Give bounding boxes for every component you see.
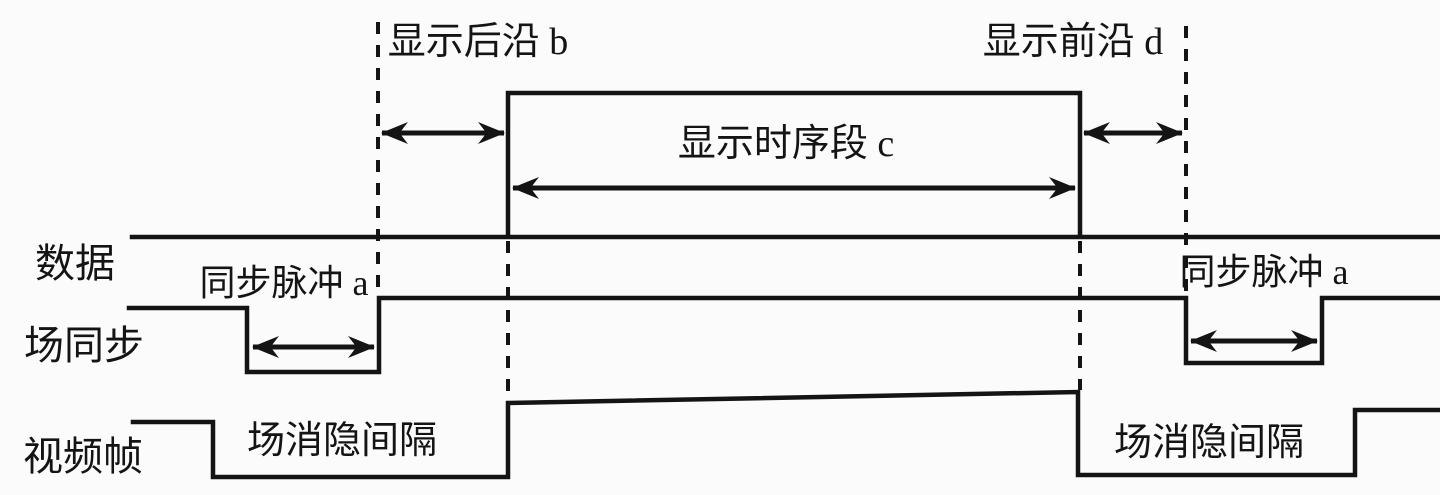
label-sync-pulse-a-right: 同步脉冲 a <box>1180 252 1349 292</box>
label-display-segment-c: 显示时序段 c <box>678 123 894 165</box>
label-blanking-right: 场消隐间隔 <box>1114 422 1304 464</box>
label-row-field-sync: 场同步 <box>24 323 144 368</box>
display-pulse-outline <box>505 90 1083 238</box>
label-blanking-left: 场消隐间隔 <box>247 420 437 462</box>
field-sync-waveform <box>126 295 1440 375</box>
label-row-video-frame: 视频帧 <box>23 434 143 479</box>
label-row-data: 数据 <box>35 241 115 286</box>
label-front-porch-d: 显示前沿 d <box>983 21 1164 63</box>
video-frame-waveform <box>130 389 1440 480</box>
label-back-porch-b: 显示后沿 b <box>388 21 569 63</box>
label-sync-pulse-a-left: 同步脉冲 a <box>200 263 369 303</box>
